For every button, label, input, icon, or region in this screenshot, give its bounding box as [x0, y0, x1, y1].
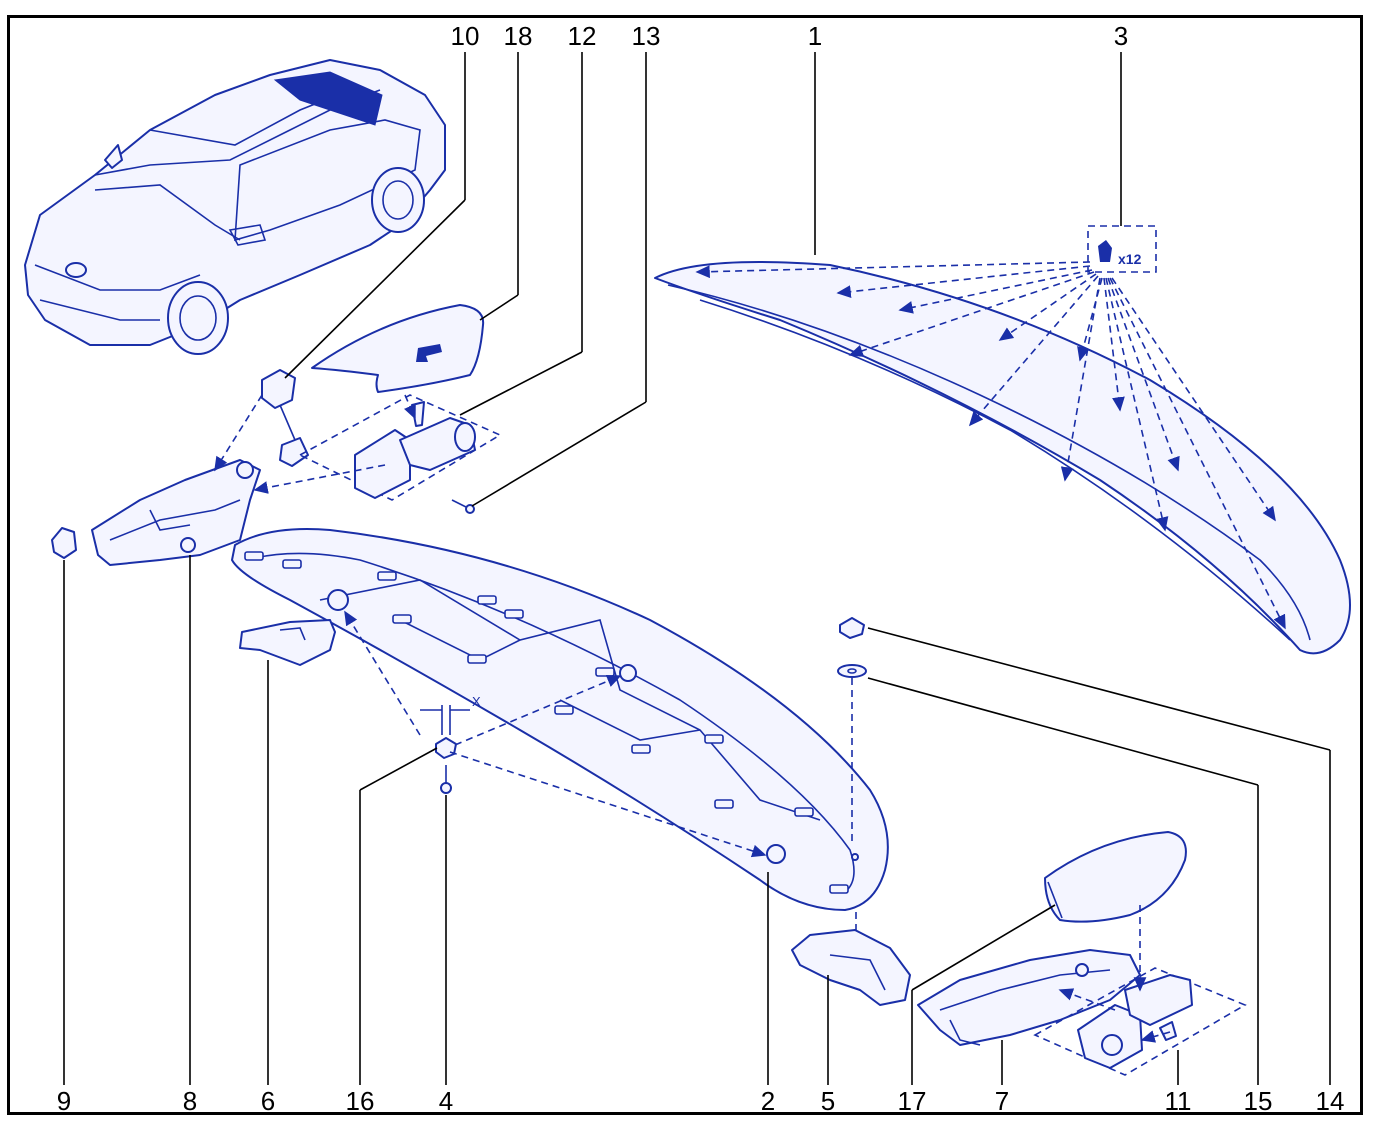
part-13-screw [451, 499, 475, 514]
callout-14: 14 [1316, 1086, 1345, 1116]
callout-16: 16 [346, 1086, 375, 1116]
latch-arrows [214, 394, 416, 494]
callout-17: 17 [898, 1086, 927, 1116]
callout-labels: 10 18 12 13 1 3 9 8 6 16 4 2 5 17 7 11 1… [57, 21, 1345, 1116]
part-15-washer [837, 664, 867, 845]
clip-quantity-label: x12 [1118, 251, 1142, 267]
callout-8: 8 [183, 1086, 197, 1116]
callout-7: 7 [995, 1086, 1009, 1116]
callout-3: 3 [1114, 21, 1128, 51]
callout-9: 9 [57, 1086, 71, 1116]
dimension-label: X [472, 694, 481, 709]
callout-6: 6 [261, 1086, 275, 1116]
frame-arrows [344, 610, 767, 858]
leader-lines [63, 52, 1331, 1085]
part-5-right-bracket [791, 912, 911, 1006]
part-16-nut [435, 737, 457, 759]
part-9-nut [51, 527, 77, 559]
part-1-spoiler-cover [654, 260, 1351, 655]
part-2-spoiler-frame [231, 528, 889, 911]
dimension-x: X [420, 694, 481, 735]
callout-2: 2 [761, 1086, 775, 1116]
part-17-right-cover [1044, 831, 1187, 923]
diagram-frame [7, 15, 1363, 1115]
callout-1: 1 [808, 21, 822, 51]
part-14-grommet [839, 617, 865, 639]
callout-12: 12 [568, 21, 597, 51]
callout-5: 5 [821, 1086, 835, 1116]
part-10-cable-knob [261, 369, 309, 467]
part-18-left-cover [311, 304, 485, 393]
callout-15: 15 [1244, 1086, 1273, 1116]
part-6-bracket [239, 619, 336, 666]
part-7-right-latch [917, 949, 1141, 1046]
car-thumbnail [24, 59, 446, 355]
part-3-clip-box: x12 [1087, 225, 1157, 273]
part-8-left-latch [91, 459, 261, 566]
callout-10: 10 [451, 21, 480, 51]
callout-11: 11 [1165, 1086, 1192, 1116]
part-12-motor-box [298, 394, 502, 501]
callout-18: 18 [504, 21, 533, 51]
clip-arrows [695, 261, 1286, 630]
callout-13: 13 [632, 21, 661, 51]
callout-4: 4 [439, 1086, 453, 1116]
part-11-right-motor [1033, 905, 1247, 1076]
part-4-bolt [440, 765, 452, 794]
